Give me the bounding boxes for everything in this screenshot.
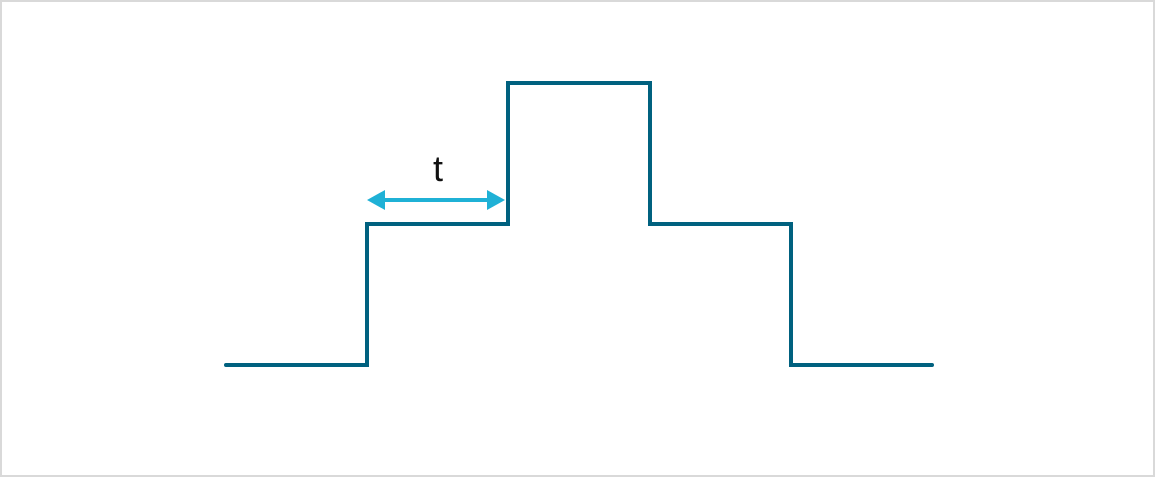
stepped-waveform (224, 81, 934, 367)
duration-arrow (367, 190, 505, 210)
duration-label: t (433, 148, 443, 189)
arrow-head-left (367, 190, 385, 210)
arrow-head-right (487, 190, 505, 210)
